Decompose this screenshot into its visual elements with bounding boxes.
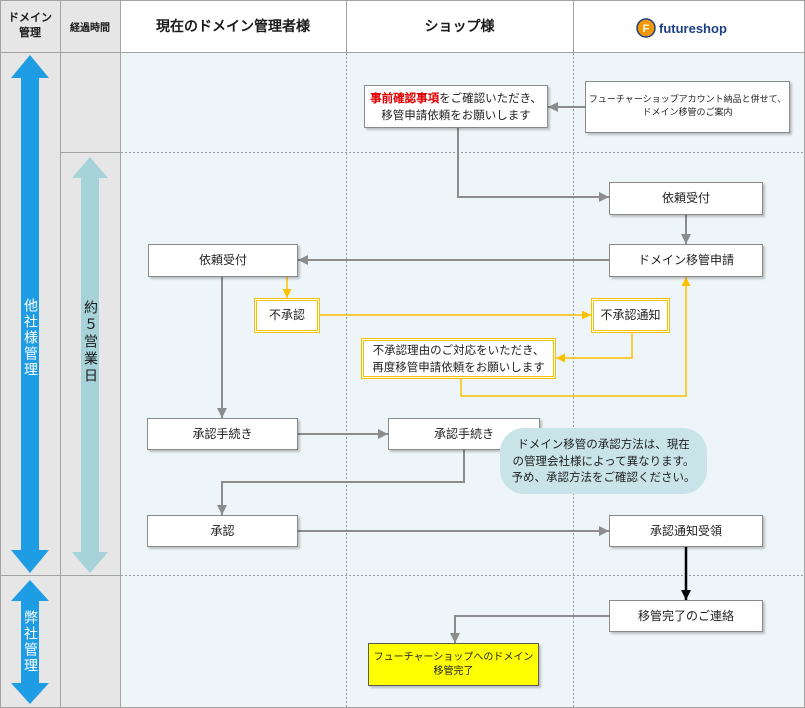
header-current-admin: 現在のドメイン管理者様 (156, 19, 310, 35)
step-admin-approval-procedure: 承認手続き (147, 418, 298, 450)
arrow-shop-procedure-to-approval (217, 450, 465, 515)
step-prior-check-line1: 事前確認事項をご確認いただき、 (370, 90, 542, 106)
elapsed-label: 約５営業日 (82, 299, 98, 385)
approval-method-note-line1: ドメイン移管の承認方法は、現在 (517, 436, 690, 451)
logo-wordmark: futureshop (659, 21, 727, 36)
step-transfer-complete-contact: 移管完了のご連絡 (609, 600, 763, 632)
step-prior-check: 事前確認事項をご確認いただき、 移管申請依頼をお願いします (364, 85, 548, 128)
step-approval: 承認 (147, 515, 298, 547)
our-company-phase-arrow (11, 580, 49, 704)
approval-method-note-line3: 予め、承認方法をご確認ください。 (511, 470, 696, 485)
arrow-notice-to-resubmit (556, 333, 633, 363)
step-account-notice: フューチャーショップアカウント納品と併せて、 ドメイン移管のご案内 (585, 81, 790, 133)
header-domain-management-line1: ドメイン (8, 11, 52, 25)
our-company-phase-label: 弊社管理 (22, 610, 38, 674)
header-shop: ショップ様 (424, 19, 495, 35)
step-resubmit: 不承認理由のご対応をいただき、 再度移管申請依頼をお願いします (361, 338, 556, 379)
arrow-completion-contact-to-transfer-complete (450, 615, 609, 643)
arrow-resubmit-to-application (460, 277, 691, 397)
header-elapsed-time: 経過時間 (70, 22, 110, 34)
step-account-notice-line2: ドメイン移管のご案内 (642, 108, 733, 118)
step-prior-check-line2: 移管申請依頼をお願いします (381, 107, 531, 122)
step-disapproval: 不承認 (254, 298, 320, 333)
our-company-phase-label-wrap: 弊社管理 (0, 604, 60, 680)
step-transfer-complete-line2: 移管完了 (433, 665, 474, 677)
prior-check-rest: をご確認いただき、 (439, 91, 542, 106)
step-transfer-application: ドメイン移管申請 (609, 244, 763, 277)
arrow-prior-check-to-request-received (457, 128, 609, 202)
elapsed-time-arrow (72, 157, 108, 573)
step-account-notice-line1: フューチャーショップアカウント納品と併せて、 (588, 95, 787, 106)
elapsed-label-wrap: 約５営業日 (60, 296, 120, 388)
other-company-phase-label-wrap: 他社様管理 (0, 294, 60, 382)
futureshop-logo: F futureshop (636, 18, 727, 38)
prior-check-highlight: 事前確認事項 (370, 91, 440, 106)
step-disapproval-notice: 不承認通知 (591, 298, 670, 333)
logo-mark-letter: F (643, 23, 650, 35)
header-lanes-background (120, 0, 805, 52)
other-company-phase-label: 他社様管理 (22, 298, 38, 378)
approval-method-note: ドメイン移管の承認方法は、現在 の管理会社様によって異なります。 予め、承認方法… (500, 428, 707, 494)
step-transfer-complete-line1: フューチャーショップへのドメイン (373, 651, 534, 663)
header-domain-management-line2: 管理 (19, 26, 41, 39)
other-company-phase-arrow (11, 55, 49, 573)
header-domain-management: ドメイン 管理 (0, 0, 60, 52)
approval-method-note-line2: の管理会社様によって異なります。 (512, 453, 695, 468)
step-admin-request-received: 依頼受付 (148, 244, 298, 277)
step-approval-notice-received: 承認通知受領 (609, 515, 763, 547)
step-fs-request-received: 依頼受付 (609, 182, 763, 215)
step-transfer-complete: フューチャーショップへのドメイン 移管完了 (368, 643, 539, 686)
logo-mark (636, 18, 656, 38)
step-resubmit-line1: 不承認理由のご対応をいただき、 (372, 343, 545, 358)
step-resubmit-line2: 再度移管申請依頼をお願いします (372, 359, 545, 374)
